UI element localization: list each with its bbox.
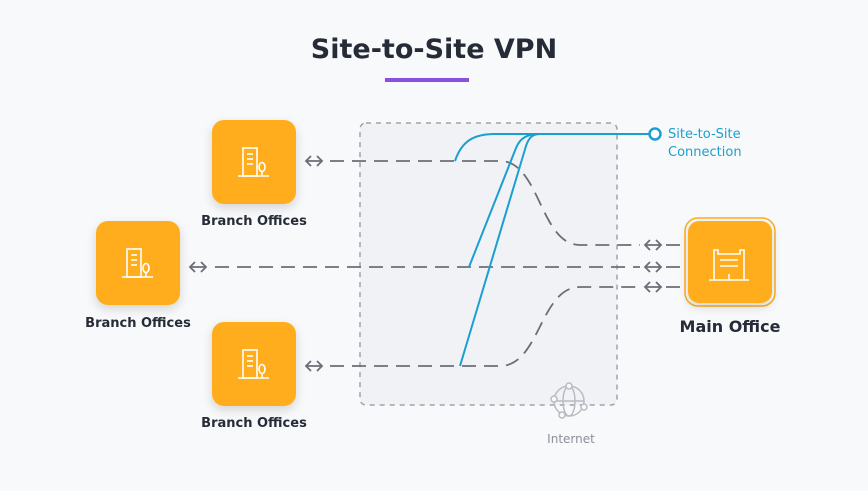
- office-building-icon: [709, 249, 749, 281]
- branch-office-left: [96, 221, 180, 305]
- arrow-icon: [305, 155, 323, 167]
- globe-icon: [550, 382, 588, 419]
- tunnel-top: [330, 160, 640, 246]
- branch-office-bottom: [212, 322, 296, 406]
- main-office-label: Main Office: [679, 317, 781, 336]
- branch-label: Branch Offices: [85, 316, 191, 331]
- arrow-icon: [644, 281, 662, 293]
- internet-zone: [359, 122, 618, 406]
- connection-label-line2: Connection: [668, 145, 742, 160]
- connection-node: [648, 127, 662, 141]
- tunnel-bottom: [330, 286, 640, 367]
- branch-office-top: [212, 120, 296, 204]
- internet-label: Internet: [547, 432, 595, 446]
- arrow-icon: [305, 360, 323, 372]
- main-office: [684, 217, 776, 307]
- arrow-icon: [189, 261, 207, 273]
- page-title: Site-to-Site VPN: [310, 34, 558, 65]
- tunnel-lines: [215, 160, 686, 367]
- arrow-icon: [644, 239, 662, 251]
- branch-label: Branch Offices: [201, 214, 307, 229]
- title-underline: [385, 78, 469, 82]
- branch-label: Branch Offices: [201, 416, 307, 431]
- site-to-site-lines: [454, 133, 650, 367]
- arrow-icon: [644, 261, 662, 273]
- connection-label-line1: Site-to-Site: [668, 127, 741, 142]
